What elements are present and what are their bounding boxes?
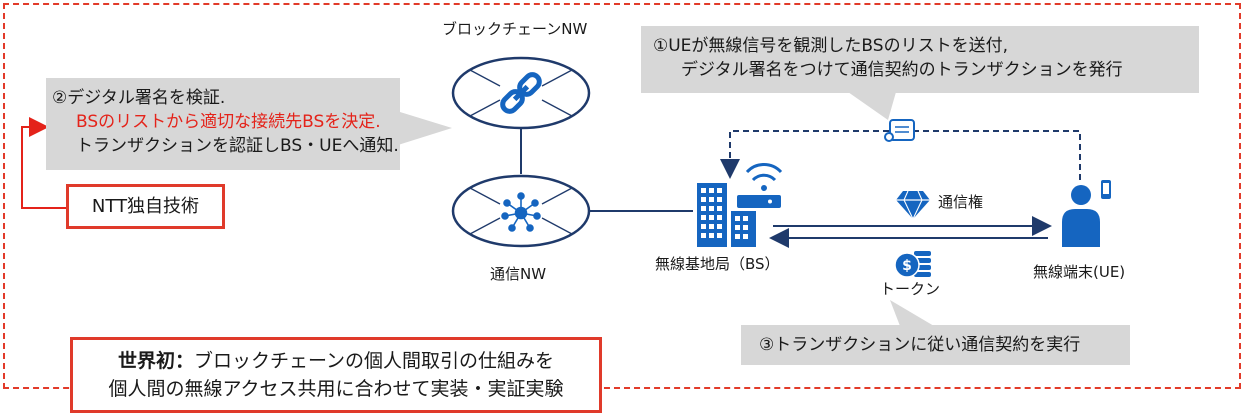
comm-nw-label: 通信NW <box>490 265 547 283</box>
callout-top-right-tail <box>848 92 896 120</box>
callout-step3: ③トランザクションに従い通信契約を実行 <box>741 325 1130 365</box>
callout-step2: ②デジタル署名を検証. BSのリストから適切な接続先BSを決定. トランザクショ… <box>46 78 400 170</box>
callout-step1: ①UEが無線信号を観測したBSのリストを送付, デジタル署名をつけて通信契約のト… <box>641 26 1199 93</box>
callout-step1-line1: ①UEが無線信号を観測したBSのリストを送付, <box>653 36 1008 56</box>
network-hub-icon <box>501 192 541 232</box>
blockchain-nw-node <box>451 56 591 130</box>
base-station-label: 無線基地局（BS） <box>655 255 780 273</box>
base-station-icon <box>697 183 756 247</box>
callout-bottom-tail <box>890 300 934 326</box>
svg-text:$: $ <box>902 258 912 274</box>
callout-step2-line2: BSのリストから適切な接続先BSを決定. <box>76 112 381 132</box>
callout-step2-line1: ②デジタル署名を検証. <box>52 88 226 108</box>
ntt-connector-arrow <box>21 117 66 209</box>
blockchain-nw-label: ブロックチェーンNW <box>442 20 588 38</box>
callout-left-tail <box>398 112 452 145</box>
callout-step2-line3: トランザクションを認証しBS・UEへ通知. <box>76 136 399 156</box>
right-label: 通信権 <box>938 193 984 211</box>
terminal-user-icon <box>1062 180 1111 247</box>
token-label: トークン <box>880 280 941 298</box>
outer-dashed-frame <box>3 3 1241 389</box>
world-first-line1: ブロックチェーンの個人間取引の仕組みを <box>193 350 555 372</box>
wifi-router-icon <box>737 162 783 208</box>
diamond-icon <box>896 190 930 221</box>
comm-nw-node <box>451 174 591 248</box>
chain-link-icon <box>500 72 542 114</box>
callout-step1-line2: デジタル署名をつけて通信契約のトランザクションを発行 <box>681 60 1123 80</box>
terminal-label: 無線端末(UE) <box>1033 263 1126 281</box>
world-first-line2: 個人間の無線アクセス共用に合わせて実装・実証実験 <box>108 378 564 400</box>
world-first-bold: 世界初： <box>117 350 194 372</box>
world-first-box: 世界初：ブロックチェーンの個人間取引の仕組みを 個人間の無線アクセス共用に合わせ… <box>70 337 602 413</box>
coin-token-icon: $ <box>894 251 931 278</box>
scroll-document-icon <box>884 119 915 142</box>
ntt-original-tech-box: NTT独自技術 <box>66 184 225 229</box>
